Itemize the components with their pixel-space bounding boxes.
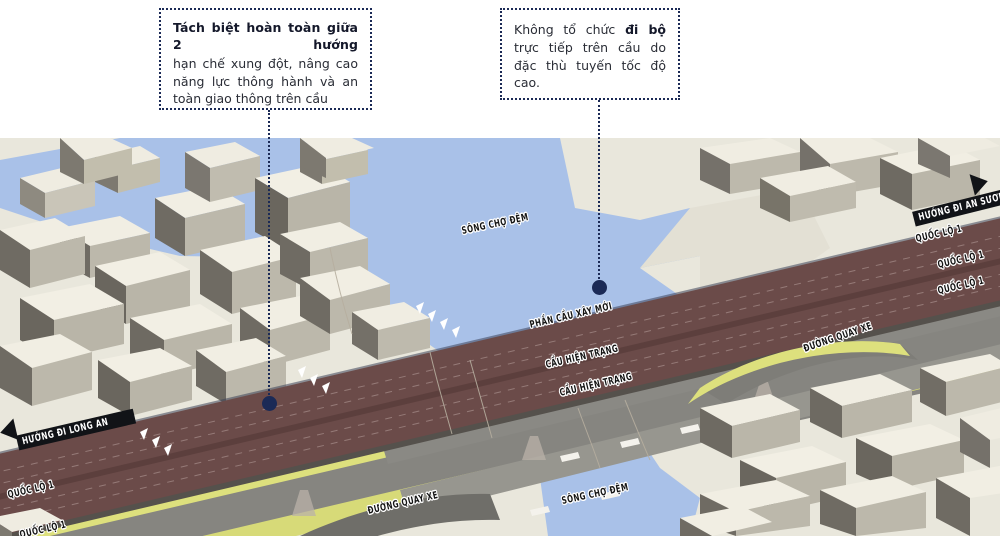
buildings-northeast	[700, 138, 1000, 222]
new-bridge-center-divider	[0, 258, 1000, 500]
lane-arrows	[140, 302, 460, 456]
uturn-ramp-right	[688, 341, 918, 404]
callout-separation-anchor-dot	[262, 396, 277, 411]
callout-separation-leader-line	[268, 110, 270, 403]
callout-separation-title: Tách biệt hoàn toàn giữa 2 hướng	[173, 20, 358, 52]
ramp-hairlines	[329, 247, 651, 469]
callout-no-pedestrian-leader-line	[598, 100, 600, 287]
callout-no-pedestrian-body: Không tổ chức đi bộ trực tiếp trên cầu d…	[514, 22, 666, 91]
uturn-ramp-bottom	[300, 493, 500, 536]
buildings-southwest	[0, 508, 62, 536]
vehicles	[530, 424, 700, 516]
callout-no-pedestrian-anchor-dot	[592, 280, 607, 295]
callout-no-pedestrian[interactable]: Không tổ chức đi bộ trực tiếp trên cầu d…	[500, 8, 680, 100]
map-canvas[interactable]: SÔNG CHỢ ĐỆM SÔNG CHỢ ĐỆM PHẦN CẦU XÂY M…	[0, 138, 1000, 536]
buildings-southeast	[680, 354, 1000, 536]
bridge-piers	[292, 382, 776, 516]
buildings-northwest	[0, 138, 430, 416]
callout-separation-body: hạn chế xung đột, nâng cao năng lực thôn…	[173, 55, 358, 107]
new-bridge	[0, 216, 1000, 536]
new-bridge-lane-markings	[0, 235, 1000, 523]
new-bridge-edge	[0, 300, 1000, 536]
callout-separation[interactable]: Tách biệt hoàn toàn giữa 2 hướng hạn chế…	[159, 8, 372, 110]
map-vector	[0, 138, 1000, 536]
